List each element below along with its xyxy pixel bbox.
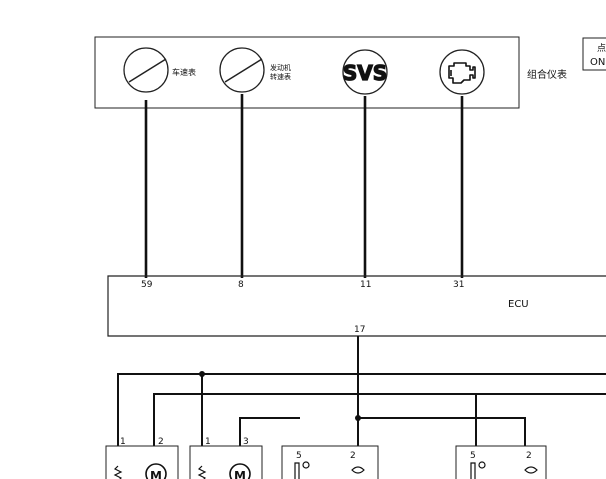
svg-text:M: M: [234, 469, 246, 479]
ecu-label: ECU: [508, 299, 529, 310]
bottom-pin: 1: [205, 437, 211, 447]
bottom-pin: 5: [470, 451, 476, 461]
tachometer-label-line2: 转速表: [270, 72, 291, 81]
lower-wiring: [117, 336, 606, 446]
junction-dot: [199, 371, 205, 377]
bottom-pin: 1: [120, 437, 126, 447]
svg-text:M: M: [150, 469, 162, 479]
motor-icon: M: [145, 463, 167, 479]
ecu-pin-17: 17: [354, 325, 365, 335]
ecu-pin-11: 11: [360, 280, 371, 290]
bottom-pin: 5: [296, 451, 302, 461]
svs-warning-icon: SVS: [342, 49, 388, 95]
speedometer-label: 车速表: [172, 67, 196, 77]
cluster-ecu-wires: [144, 94, 464, 278]
sensor-icon: [294, 461, 538, 479]
ignition-line1: 点: [597, 43, 606, 54]
ignition-on-label: ON: [590, 57, 605, 68]
tachometer-icon: [219, 47, 265, 93]
bottom-pin: 2: [350, 451, 356, 461]
ecu-pin-59: 59: [141, 280, 153, 290]
bottom-pin: 2: [526, 451, 532, 461]
ecu-pin-8: 8: [238, 280, 244, 290]
bottom-pin: 2: [158, 437, 164, 447]
check-engine-icon: [439, 49, 485, 95]
tachometer-label-line1: 发动机: [270, 63, 291, 72]
ignition-box: [582, 37, 606, 71]
motor-icon: M: [229, 463, 251, 479]
speedometer-icon: [123, 47, 169, 93]
bottom-pin: 3: [243, 437, 249, 447]
ecu-pin-31: 31: [453, 280, 464, 290]
junction-dot: [355, 415, 361, 421]
svs-text: SVS: [343, 61, 387, 85]
bottom-components: [105, 445, 547, 479]
instrument-cluster-box: [94, 36, 520, 109]
cluster-label: 组合仪表: [527, 68, 567, 81]
